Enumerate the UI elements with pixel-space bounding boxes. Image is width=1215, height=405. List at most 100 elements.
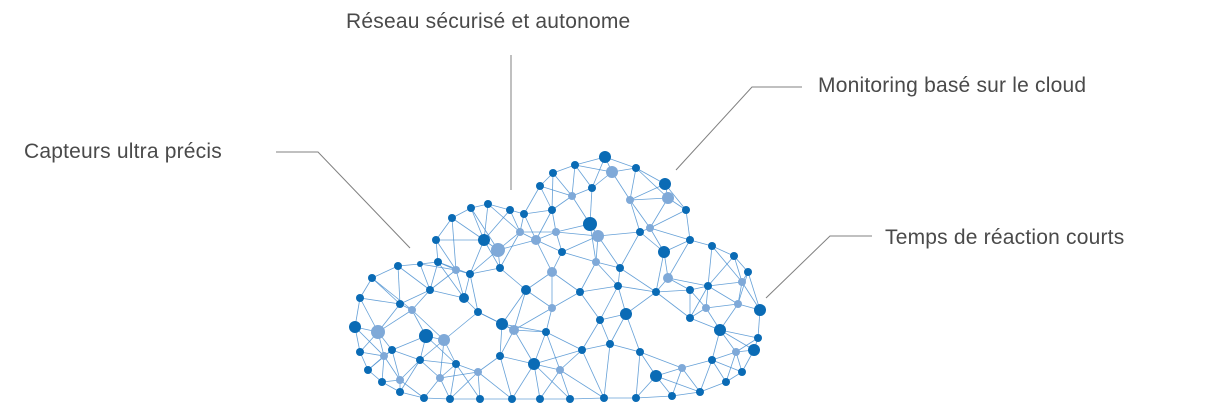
network-edge: [513, 289, 527, 331]
network-edge: [371, 277, 401, 305]
network-edge: [595, 261, 621, 269]
network-edge: [581, 319, 601, 351]
network-edge: [397, 265, 431, 291]
network-edge: [449, 371, 479, 400]
network-edge: [435, 239, 457, 271]
network-node: [678, 364, 686, 372]
network-edge: [639, 351, 683, 369]
network-edge: [551, 291, 581, 309]
network-node: [663, 273, 673, 283]
network-node: [686, 236, 694, 244]
network-edge: [597, 235, 621, 269]
network-edge: [619, 267, 657, 293]
network-edge: [359, 297, 401, 305]
network-edge: [649, 227, 691, 241]
network-edge: [483, 203, 489, 241]
network-edge: [469, 239, 485, 275]
connector-reaction: [765, 235, 872, 299]
network-edge: [671, 391, 701, 397]
network-edge: [397, 265, 401, 305]
network-node: [576, 288, 584, 296]
network-node: [388, 346, 396, 354]
network-edge: [499, 231, 521, 269]
network-node: [478, 234, 490, 246]
network-node: [452, 360, 460, 368]
network-edge: [449, 363, 457, 400]
network-node: [448, 214, 456, 222]
network-edge: [539, 185, 573, 197]
network-edge: [429, 289, 465, 299]
network-node: [566, 395, 574, 403]
network-edge: [561, 235, 599, 253]
network-node: [708, 242, 716, 250]
network-node: [536, 182, 544, 190]
network-node: [730, 252, 738, 260]
network-node: [426, 286, 434, 294]
network-node: [636, 348, 644, 356]
network-edge: [555, 231, 599, 237]
network-edge: [559, 369, 605, 399]
network-node: [600, 394, 608, 402]
network-edge: [629, 167, 637, 201]
network-edge: [711, 359, 743, 373]
network-node: [452, 266, 460, 274]
network-node: [616, 264, 624, 272]
network-node: [521, 285, 531, 295]
network-edge: [545, 307, 553, 333]
network-edge: [539, 369, 561, 400]
network-edge: [579, 261, 597, 293]
network-node: [552, 228, 560, 236]
network-node: [484, 200, 492, 208]
network-node: [682, 206, 690, 214]
network-node: [368, 274, 376, 282]
network-edge: [513, 329, 535, 365]
network-edge: [579, 291, 601, 321]
network-edge: [649, 209, 687, 229]
network-edge: [501, 289, 527, 325]
network-node: [659, 178, 671, 190]
network-edge: [625, 291, 657, 315]
network-edge: [501, 323, 547, 333]
network-edge: [635, 395, 673, 399]
network-node: [364, 366, 372, 374]
network-edge: [551, 195, 573, 211]
network-edge: [419, 263, 431, 291]
network-edge: [574, 164, 593, 189]
network-edge: [423, 377, 441, 399]
network-edge: [735, 337, 759, 353]
network-edge: [391, 349, 401, 381]
network-node: [738, 278, 746, 286]
network-node: [734, 300, 742, 308]
network-edge: [371, 277, 413, 311]
network-node: [356, 348, 364, 356]
network-node: [599, 151, 611, 163]
network-node: [606, 166, 618, 178]
label-monitoring: Monitoring basé sur le cloud: [818, 74, 1087, 97]
network-node: [349, 321, 361, 333]
network-edge: [689, 289, 707, 309]
network-node: [626, 196, 634, 204]
network-node: [592, 230, 604, 242]
network-edge: [451, 217, 485, 241]
network-node: [434, 258, 442, 266]
network-edge: [671, 367, 683, 397]
network-node: [506, 206, 514, 214]
network-edge: [599, 285, 619, 321]
network-node: [583, 217, 597, 231]
network-edge: [569, 397, 605, 400]
network-node: [754, 334, 762, 342]
network-node: [417, 261, 423, 267]
label-reaction: Temps de réaction courts: [885, 226, 1125, 249]
network-node: [547, 267, 557, 277]
network-node: [408, 306, 416, 314]
network-node: [646, 224, 654, 232]
network-node: [686, 314, 694, 322]
network-edge: [429, 269, 457, 291]
network-edge: [571, 164, 576, 197]
network-node: [432, 236, 440, 244]
label-network: Réseau sécurisé et autonome: [346, 10, 631, 33]
network-node: [380, 352, 388, 360]
network-edge: [595, 261, 619, 287]
network-edge: [354, 326, 385, 357]
